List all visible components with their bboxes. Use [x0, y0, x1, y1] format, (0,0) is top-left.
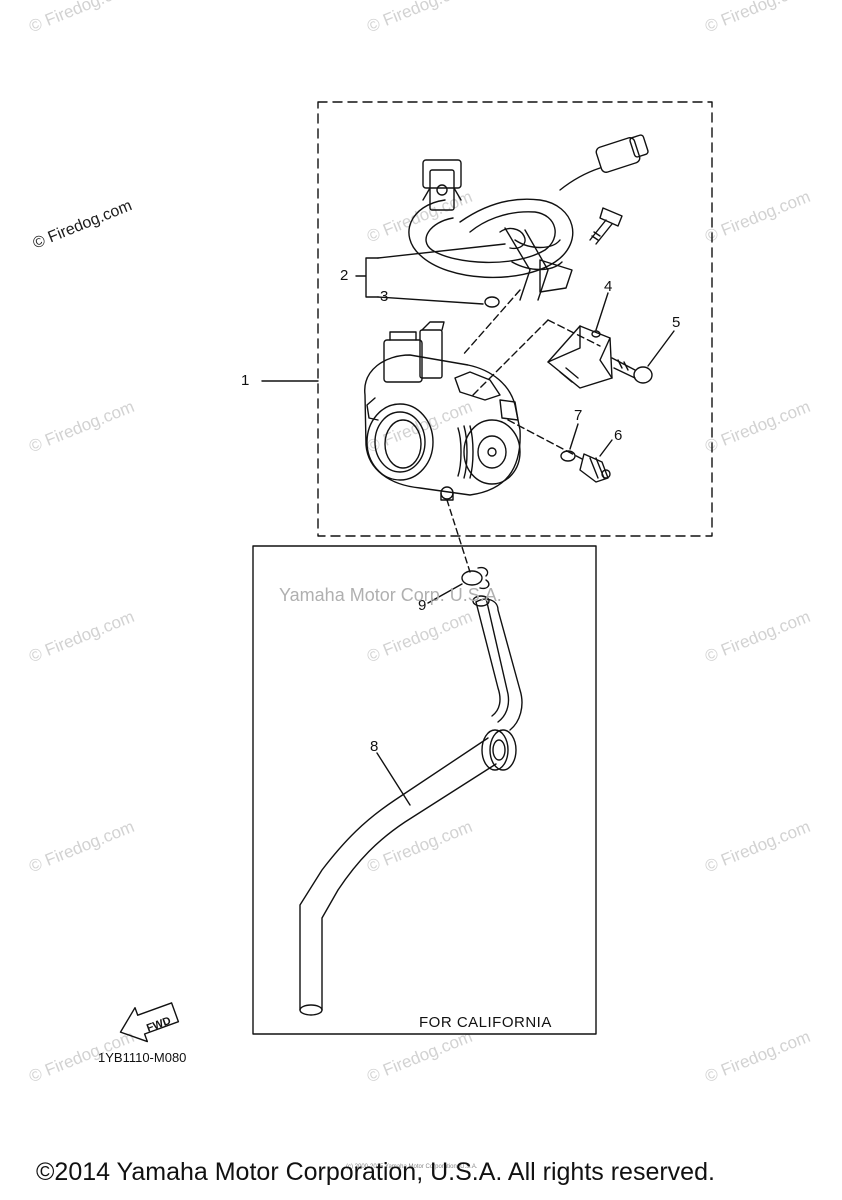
callout-2: 2: [340, 267, 349, 284]
callout-3: 3: [380, 288, 389, 305]
callout-5: 5: [672, 314, 681, 331]
throttle-body: [364, 321, 521, 501]
leader-6: [599, 439, 613, 457]
copyright-notice: ©2014 Yamaha Motor Corporation, U.S.A. A…: [36, 1158, 715, 1186]
callout-4: 4: [604, 278, 613, 295]
fwd-arrow-icon: [119, 1002, 180, 1043]
sensor-bracket-4: [547, 325, 613, 389]
callout-1: 1: [241, 372, 250, 389]
breather-hose-8: [299, 595, 523, 1016]
assembly-dashed-box: [317, 101, 713, 537]
bolt-top: [589, 207, 623, 245]
callout-6: 6: [614, 427, 623, 444]
hose-clip-9: [461, 566, 490, 590]
center-watermark: Yamaha Motor Corp. U.S.A.: [279, 585, 502, 605]
screw-5: [611, 357, 653, 384]
sensor-hose-assembly: [408, 134, 649, 301]
bracket-2-3: [355, 257, 379, 298]
leader-2: [377, 243, 506, 259]
dash-leader-to-hose: [446, 499, 471, 573]
callout-7: 7: [574, 407, 583, 424]
o-ring-3: [484, 296, 500, 308]
leader-5: [647, 330, 675, 367]
leader-7: [569, 423, 579, 450]
callout-9: 9: [418, 597, 427, 614]
california-box: [252, 545, 597, 1035]
diagram-code: 1YB1110-M080: [98, 1050, 187, 1065]
o-ring-7: [560, 450, 576, 462]
leader-3: [377, 296, 484, 305]
dash-leader-harness: [471, 319, 549, 397]
fwd-label: FWD: [145, 1015, 173, 1035]
small-copyright-line: (c) 2000-2015 Yamaha Motor Corporation, …: [346, 1164, 478, 1170]
leader-9: [427, 583, 463, 604]
leader-4: [595, 292, 609, 331]
leader-8: [376, 752, 411, 806]
callout-8: 8: [370, 738, 379, 755]
idle-screw-6: [579, 453, 611, 483]
for-california-label: FOR CALIFORNIA: [419, 1014, 552, 1031]
